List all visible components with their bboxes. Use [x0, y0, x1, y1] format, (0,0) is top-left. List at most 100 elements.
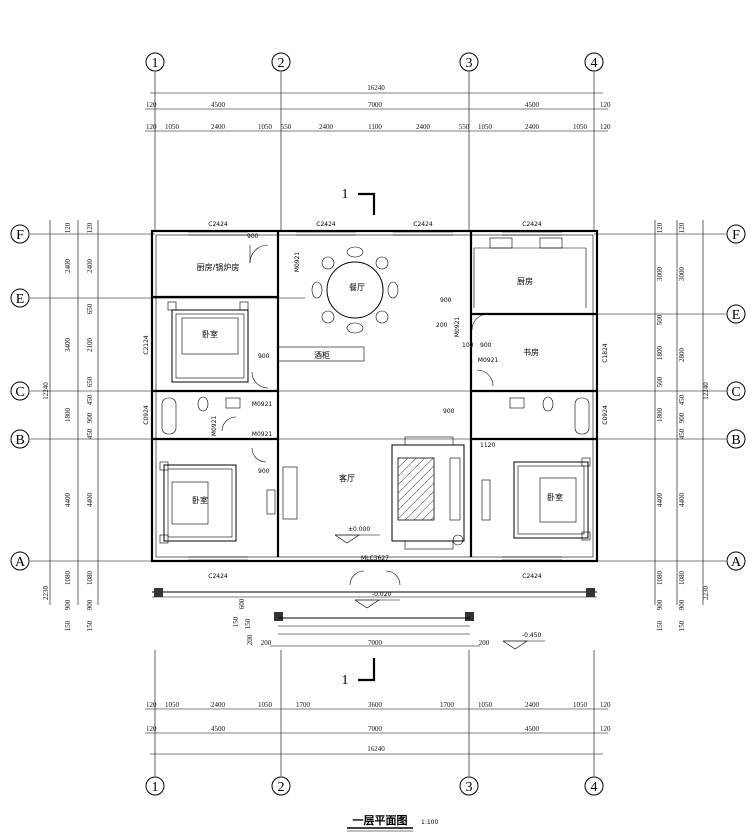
top-dimensions: 16240 120 4500 7000 4500 120 120 1050 24…: [145, 84, 611, 132]
dim-label: 450: [678, 428, 686, 439]
drawing-title-text: 一层平面图: [353, 814, 408, 827]
dim-label: 900: [86, 412, 94, 423]
door-label: M0921: [478, 357, 499, 364]
dim-label: 200: [246, 634, 254, 645]
axis-label: 2: [278, 780, 285, 795]
doors: M0921 M0921 M0921 M0921 M0921 M0921 MLC3…: [211, 233, 499, 586]
dim-label: 1800: [64, 408, 72, 423]
room-kitchen-label: 厨房: [517, 276, 533, 286]
dim-label: 1080: [64, 571, 72, 586]
door-dim: 1120: [480, 442, 495, 449]
dim-label: 120: [656, 222, 664, 233]
axis-label: 3: [466, 56, 473, 71]
room-bedroom-label: 卧室: [202, 329, 218, 339]
axis-label: B: [731, 433, 740, 448]
dim-label: 2400: [211, 701, 226, 709]
bottom-dimensions: 120 1050 2400 1050 1700 3600 1700 1050 2…: [145, 701, 611, 755]
dim-label: 150: [678, 620, 686, 631]
window-label: C2424: [522, 221, 542, 228]
bathroom-fixtures: [161, 396, 590, 435]
dim-label: 550: [459, 123, 470, 131]
dim-label: 3600: [368, 701, 383, 709]
axis-label: 1: [152, 56, 159, 71]
dim-label: 900: [678, 599, 686, 610]
window-label: C0924: [602, 405, 609, 425]
bathtub: [161, 397, 177, 435]
axis-bubbles-right: F E C B A: [726, 224, 746, 571]
dim-label: 1050: [165, 701, 180, 709]
dim-label: 3000: [678, 267, 686, 282]
bed: [159, 461, 237, 544]
bed: [513, 457, 591, 541]
dim-label: 1080: [678, 571, 686, 586]
axis-label: 4: [591, 56, 598, 71]
dim-label: 650: [86, 376, 94, 387]
section-mark-label: 1: [342, 187, 349, 202]
sink: [225, 397, 241, 409]
room-wine-label: 酒柜: [314, 350, 330, 360]
dim-label: 900: [86, 599, 94, 610]
dim-label: 150: [232, 616, 240, 627]
axis-label: A: [731, 555, 742, 570]
section-marks: 1 1: [342, 187, 376, 688]
dim-label: 1050: [573, 123, 588, 131]
kitchen-sink: [489, 237, 513, 249]
living-sofa-set: [391, 436, 465, 550]
axis-label: F: [732, 228, 740, 243]
window-label: C2424: [208, 221, 228, 228]
bathtub: [574, 397, 590, 435]
dim-label: 120: [64, 222, 72, 233]
dim-label: 1050: [478, 701, 493, 709]
dim-label: 900: [64, 599, 72, 610]
axis-label: E: [732, 308, 741, 323]
toilet: [542, 396, 554, 412]
door-label: M0921: [211, 416, 218, 437]
left-dimensions: 120 2400 3400 1800 4400 1080 900 150 120…: [42, 220, 99, 631]
axis-label: 1: [152, 780, 159, 795]
window-label: C0924: [143, 405, 150, 425]
window-label: C2424: [413, 221, 433, 228]
dim-label: 900: [656, 599, 664, 610]
axis-bubbles-top: 1 2 3 4: [145, 52, 604, 72]
dim-label: 12240: [42, 382, 50, 400]
room-study-label: 书房: [523, 347, 539, 357]
dim-label: 4400: [86, 493, 94, 508]
dim-label: 200: [261, 639, 272, 647]
door-dim: 900: [440, 297, 452, 304]
window-label: C2424: [522, 573, 542, 580]
dim-label: 120: [146, 701, 157, 709]
door-dim: 100: [462, 342, 474, 349]
dim-label: 7000: [368, 639, 383, 647]
door-label: M0921: [454, 317, 461, 338]
room-living-label: 客厅: [339, 473, 355, 483]
door-dim: 200: [436, 322, 448, 329]
drawing-title: 一层平面图 1:100: [347, 814, 438, 832]
room-bedroom-label: 卧室: [192, 495, 208, 505]
dim-label: 200: [479, 639, 490, 647]
dim-label: 3400: [64, 338, 72, 353]
column: [465, 612, 474, 621]
column: [586, 588, 595, 597]
axis-bubbles-bottom: 1 2 3 4: [145, 776, 604, 796]
dim-label: 500: [656, 314, 664, 325]
door-label: MLC3627: [361, 555, 389, 562]
dim-label: 150: [64, 620, 72, 631]
dim-label: 1100: [368, 123, 382, 131]
porch: 200 7000 200 150 600 150 200: [152, 588, 597, 647]
drawing-scale: 1:100: [421, 819, 438, 826]
axis-bubbles-left: F E C B A: [10, 224, 30, 571]
dim-label: 1800: [656, 346, 664, 361]
room-labels: 厨房/锅炉房 餐厅 厨房 卧室 酒柜 书房 客厅 卧室 卧室: [192, 262, 563, 505]
dim-label: 450: [678, 394, 686, 405]
elevation-label: -0.450: [522, 632, 542, 639]
dim-label: 2800: [678, 348, 686, 363]
interior-walls: [152, 231, 597, 557]
door-dim: 900: [443, 408, 455, 415]
room-bedroom-label: 卧室: [547, 492, 563, 502]
dim-label: 600: [238, 598, 246, 609]
grid-lines: [30, 72, 726, 776]
dim-label: 4400: [678, 493, 686, 508]
section-mark-label: 1: [342, 673, 349, 688]
dim-label: 4500: [525, 101, 540, 109]
tv-cabinet: [481, 479, 491, 521]
